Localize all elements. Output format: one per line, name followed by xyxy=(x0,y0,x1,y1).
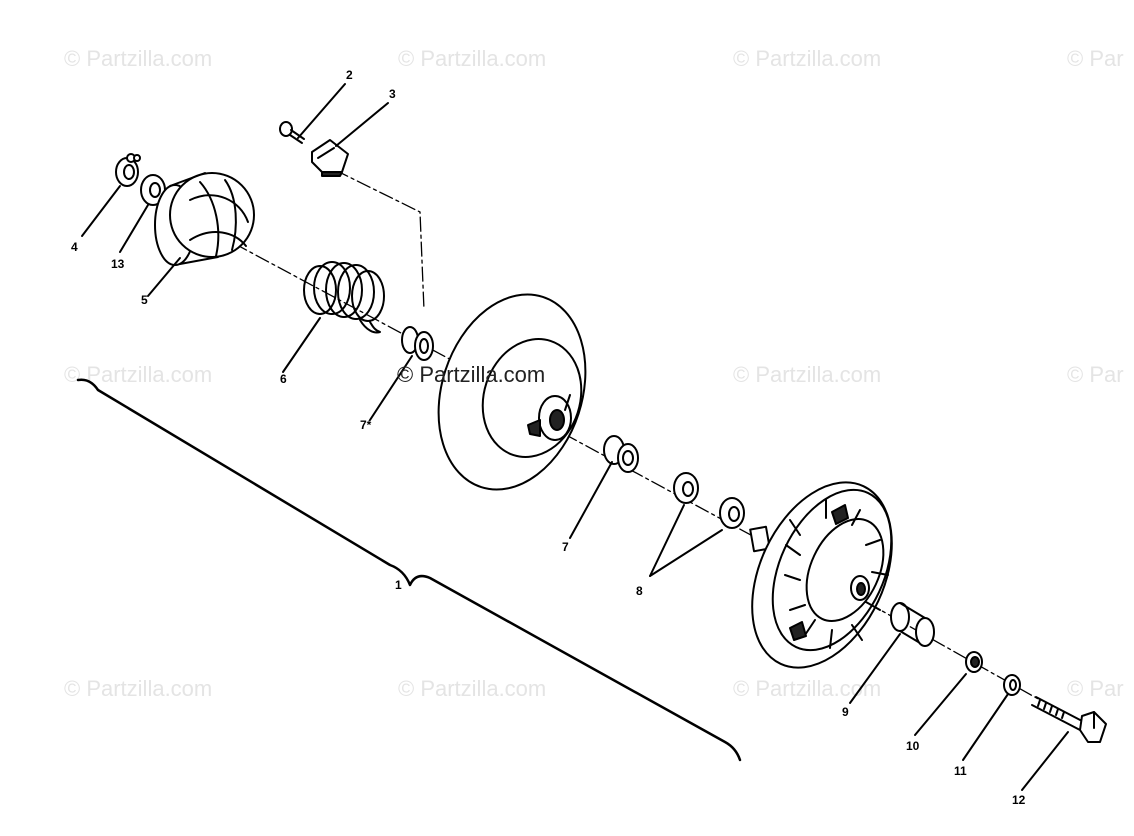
part-3-button xyxy=(311,139,349,177)
center-watermark: © Partzilla.com xyxy=(397,362,546,387)
callout-2: 2 xyxy=(346,68,353,82)
callout-8: 8 xyxy=(636,584,643,598)
watermark: © Par xyxy=(1067,362,1124,387)
part-11-lock-washer xyxy=(1003,674,1021,696)
callout-13: 13 xyxy=(111,257,125,271)
callout-12: 12 xyxy=(1012,793,1026,807)
callout-5: 5 xyxy=(141,293,148,307)
part-7-bushing xyxy=(603,435,639,473)
part-6-spring xyxy=(303,261,385,334)
watermark: © Partzilla.com xyxy=(64,676,213,701)
assembly-bracket xyxy=(76,378,742,762)
watermark: © Par xyxy=(1067,46,1124,71)
watermark: © Partzilla.com xyxy=(733,362,882,387)
part-7-star-bushing xyxy=(401,326,434,361)
part-10-washer xyxy=(965,651,983,673)
callout-1: 1 xyxy=(395,578,402,592)
part-2-screw xyxy=(279,121,305,144)
moveable-sheave xyxy=(437,293,587,491)
leader-lines xyxy=(81,83,1069,791)
callout-9: 9 xyxy=(842,705,849,719)
watermark: © Partzilla.com xyxy=(733,46,882,71)
callout-4: 4 xyxy=(71,240,78,254)
watermark: © Partzilla.com xyxy=(64,362,213,387)
part-9-spacer xyxy=(890,602,935,647)
part-12-bolt xyxy=(1031,696,1107,743)
watermark: © Partzilla.com xyxy=(733,676,882,701)
part-5-cam xyxy=(154,172,255,266)
watermark: © Partzilla.com xyxy=(398,676,547,701)
part-4-snap-ring xyxy=(115,153,141,187)
callout-7-star: 7* xyxy=(360,418,372,432)
part-8-washers xyxy=(673,472,745,529)
watermark: © Partzilla.com xyxy=(398,46,547,71)
callout-3: 3 xyxy=(389,87,396,101)
stationary-sheave xyxy=(749,481,893,669)
callout-7: 7 xyxy=(562,540,569,554)
callout-6: 6 xyxy=(280,372,287,386)
watermark: © Partzilla.com xyxy=(64,46,213,71)
watermark: © Par xyxy=(1067,676,1124,701)
callout-11: 11 xyxy=(954,764,967,778)
callout-10: 10 xyxy=(906,739,920,753)
